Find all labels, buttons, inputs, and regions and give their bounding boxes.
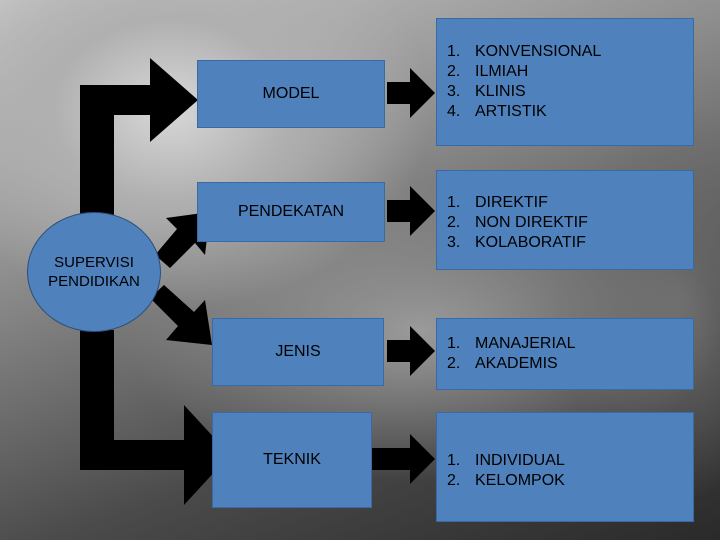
list-item: 3.KOLABORATIF [447, 234, 586, 251]
jenis-list-box: 1.MANAJERIAL 2.AKADEMIS [436, 318, 694, 390]
model-list-arrow [387, 68, 435, 118]
hub-line-2: PENDIDIKAN [48, 273, 140, 290]
list-item: 2.AKADEMIS [447, 355, 558, 372]
list-item: 1.KONVENSIONAL [447, 43, 602, 60]
teknik-arrowhead [184, 405, 230, 505]
list-item: 2.NON DIREKTIF [447, 214, 588, 231]
list-item: 3.KLINIS [447, 83, 526, 100]
teknik-list-box: 1.INDIVIDUAL 2.KELOMPOK [436, 412, 694, 522]
list-item: 1.MANAJERIAL [447, 335, 576, 352]
supervisi-pendidikan-hub: SUPERVISI PENDIDIKAN [27, 212, 161, 332]
jenis-list-arrow [387, 326, 435, 376]
pendekatan-label: PENDEKATAN [237, 203, 345, 220]
jenis-arrow [150, 285, 212, 345]
model-list-box: 1.KONVENSIONAL 2.ILMIAH 3.KLINIS 4.ARTIS… [436, 18, 694, 146]
list-item: 1.DIREKTIF [447, 194, 548, 211]
teknik-connector-bar [80, 440, 190, 470]
teknik-label: TEKNIK [263, 451, 321, 468]
pendekatan-box: PENDEKATAN [197, 182, 385, 242]
list-item: 2.KELOMPOK [447, 472, 565, 489]
pendekatan-arrow [155, 212, 210, 268]
teknik-list-arrow [372, 434, 435, 484]
list-item: 4.ARTISTIK [447, 103, 547, 120]
model-connector-bar [80, 85, 150, 115]
teknik-box: TEKNIK [212, 412, 372, 508]
list-item: 2.ILMIAH [447, 63, 529, 80]
pendekatan-list-arrow [387, 186, 435, 236]
pendekatan-list-box: 1.DIREKTIF 2.NON DIREKTIF 3.KOLABORATIF [436, 170, 694, 270]
model-arrowhead [150, 58, 198, 142]
jenis-box: JENIS [212, 318, 384, 386]
hub-line-1: SUPERVISI [54, 254, 134, 271]
list-item: 1.INDIVIDUAL [447, 452, 565, 469]
hub-top-stem [80, 100, 114, 215]
model-box: MODEL [197, 60, 385, 128]
jenis-label: JENIS [275, 343, 321, 360]
model-label: MODEL [262, 85, 320, 102]
hub-bottom-stem [80, 330, 114, 455]
